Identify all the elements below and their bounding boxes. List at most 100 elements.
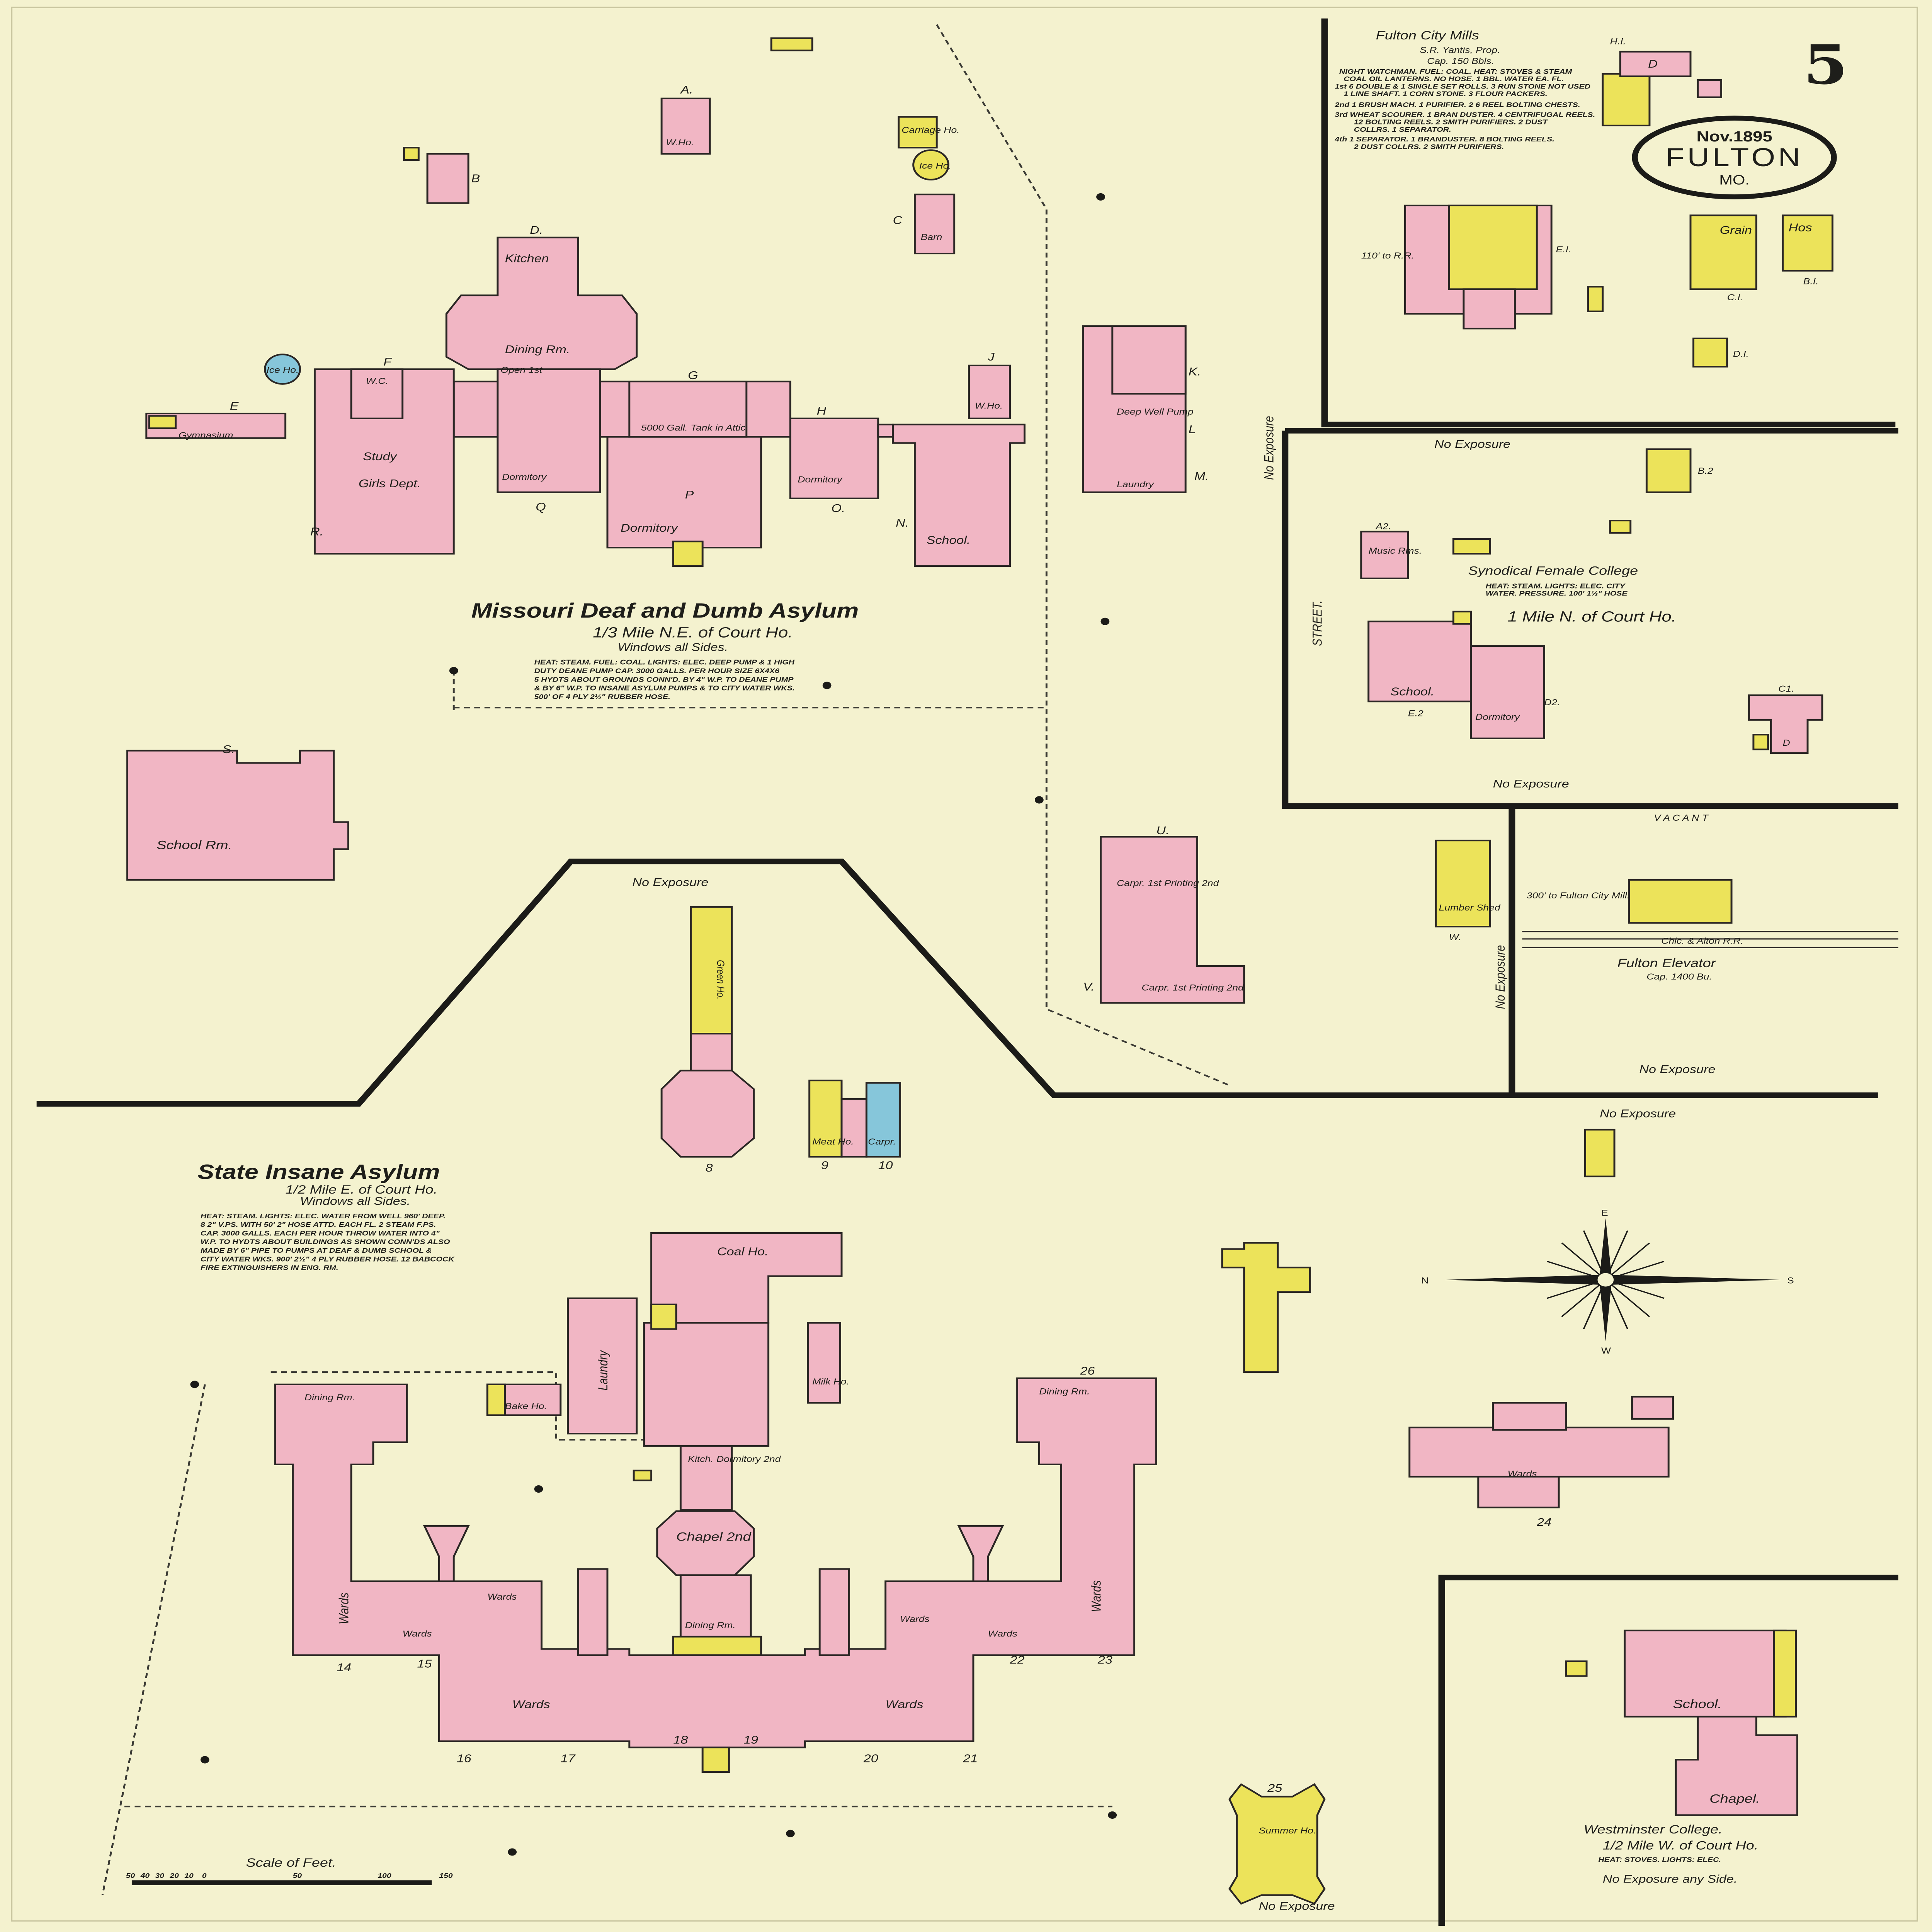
deaf-dumb-room-labels: Kitchen Dining Rm. Study Girls Dept. W.C… [156,126,1193,852]
map-label: MADE BY 6" PIPE TO PUMPS AT DEAF & DUMB … [201,1247,432,1255]
map-label: Kitchen [505,252,549,265]
mills-proprietor: S.R. Yantis, Prop. [1420,46,1500,55]
map-feature [445,236,638,370]
map-label: E [230,400,239,412]
map-label: Open 1st [500,366,543,375]
map-label: N. [896,517,909,529]
small-yellow-shed [1587,286,1604,312]
map-feature [606,436,762,549]
map-label: C1. [1778,684,1794,694]
map-feature [1282,428,1898,1093]
sheet-date: Nov.1895 [1697,128,1772,145]
di-building [1692,337,1728,368]
mill-shed [1602,73,1651,126]
map-label: Music Rms. [1369,546,1422,556]
label-hos: Hos [1789,221,1812,234]
map-feature [1645,448,1692,493]
map-label: 14 [337,1661,351,1673]
map-label: Wards [512,1698,550,1711]
map-feature [126,750,349,881]
map-feature [1435,840,1491,928]
map-feature [1321,18,1896,427]
map-feature [690,906,733,1035]
sheet-number: 5 [1803,33,1848,97]
map-label: Dining Rm. [685,1621,736,1630]
map-label: W.Ho. [666,138,694,148]
map-feature [1438,1575,1898,1926]
map-label: DUTY DEANE PUMP CAP. 3000 GALLS. PER HOU… [534,667,779,675]
map-label: CITY WATER WKS. 900' 2½" 4 PLY RUBBER HO… [201,1255,455,1263]
map-feature [968,364,1011,419]
grain-house [1689,214,1757,290]
map-label: WATER. PRESSURE. 100' 1½" HOSE [1486,590,1628,597]
map-label: HEAT: STEAM. LIGHTS: ELEC. WATER FROM WE… [201,1212,446,1220]
label-d: D [1648,58,1658,70]
map-label: Wards [336,1592,351,1624]
map-label: Deep Well Pump [1117,407,1193,417]
map-label: Fulton Elevator [1617,956,1716,970]
map-feature [350,368,404,419]
map-label: Meat Ho. [812,1137,854,1147]
map-feature [957,1525,1004,1582]
map-label: 0 [202,1872,207,1879]
scale-bar: Scale of Feet. 50 40 30 20 10 0 50 100 1… [126,1856,453,1885]
map-label: W. [1449,933,1461,942]
map-feature [264,354,301,385]
map-label: Laundry [595,1350,611,1391]
map-feature [1624,1629,1787,1718]
map-feature [1752,734,1769,750]
map-label: Dining Rm. [505,343,570,356]
map-label: CAP. 3000 GALLS. EACH PER HOUR THROW WAT… [201,1230,440,1237]
map-label: W [1601,1346,1611,1356]
map-feature [633,1469,653,1481]
map-feature [1100,836,1245,1004]
map-label: 19 [743,1733,758,1746]
map-feature [840,1098,867,1158]
map-feature [679,1445,733,1511]
map-feature [426,153,469,204]
map-feature [877,423,894,438]
map-feature [534,1485,543,1493]
map-label: 2nd 1 BRUSH MACH. 1 PURIFIER. 2 6 REEL B… [1334,101,1580,109]
map-label: 150 [439,1872,452,1879]
map-label: School. [1390,685,1434,698]
map-label: HEAT: STEAM. FUEL: COAL. LIGHTS: ELEC. D… [534,658,795,666]
map-label: M. [1194,470,1209,483]
map-label: 4th 1 SEPARATOR. 1 BRANDUSTER. 8 BOLTING… [1334,136,1554,143]
deaf-dumb-asylum-buildings [126,37,1187,881]
map-label: U. [1156,824,1169,837]
fulton-city-mills: Fulton City Mills S.R. Yantis, Prop. Cap… [1334,29,1833,368]
mills-capacity: Cap. 150 Bbls. [1427,56,1494,66]
map-label: Barn [921,233,942,242]
deaf-dumb-title-block: Missouri Deaf and Dumb Asylum 1/3 Mile N… [471,599,859,701]
map-label: Dining Rm. [304,1393,355,1403]
label-hi: H.I. [1610,37,1626,47]
mill-dwelling-d [1619,51,1692,77]
map-label: 50 [293,1872,302,1879]
westminster-title: Westminster College. [1583,1823,1722,1836]
map-feature [1408,1427,1670,1478]
map-feature [36,859,1878,1107]
map-feature [1748,694,1823,754]
map-feature [818,1568,850,1656]
map-feature [577,1568,609,1656]
map-label: A2. [1375,522,1391,531]
map-label: Study [363,450,398,463]
map-label: 8 2" V.PS. WITH 50' 2" HOSE ATTD. EACH F… [201,1221,436,1229]
deaf-dumb-title: Missouri Deaf and Dumb Asylum [471,599,859,622]
map-label: 16 [457,1752,471,1765]
map-feature [898,116,938,149]
map-label: 15 [417,1657,432,1670]
fulton-elevator: Chic. & Alton R.R. Fulton Elevator Cap. … [1522,813,1898,981]
map-label: HEAT: STOVES. LIGHTS: ELEC. [1598,1856,1721,1864]
map-label: Lumber Shed [1439,903,1501,913]
map-feature [936,24,1230,1086]
map-label: 40 [140,1872,150,1879]
label-ei: E.I. [1556,245,1571,255]
mills-title: Fulton City Mills [1376,29,1479,42]
map-feature [892,423,1026,567]
map-feature [486,1383,506,1416]
label-bi: B.I. [1803,277,1819,287]
deaf-dumb-location: 1/3 Mile N.E. of Court Ho. [593,624,793,641]
mills-notes: NIGHT WATCHMAN. FUEL: COAL. HEAT: STOVES… [1334,68,1595,151]
